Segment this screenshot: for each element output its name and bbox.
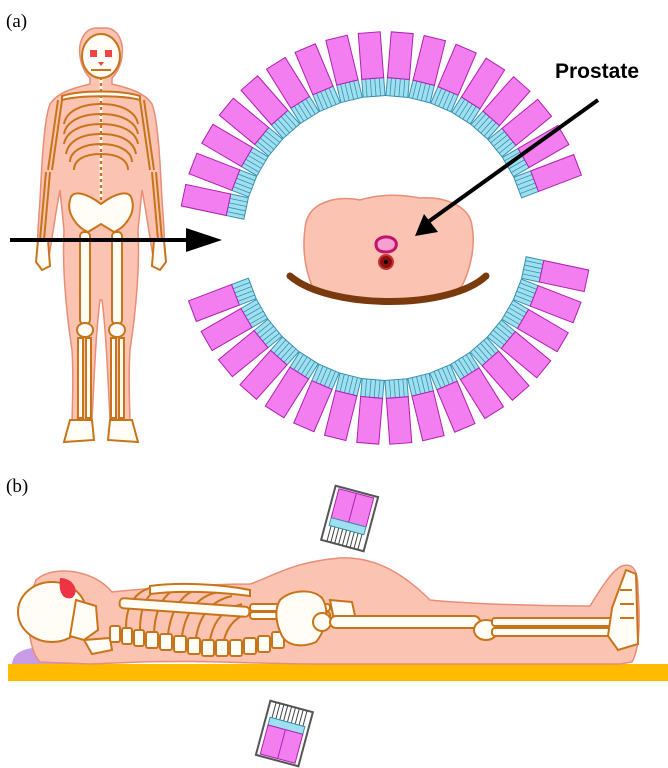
- panel-label-b: (b): [6, 476, 28, 497]
- detector-block: [385, 379, 412, 444]
- detector-block: [357, 379, 384, 445]
- panel-label-a: (a): [6, 11, 27, 32]
- patient-table: [8, 664, 668, 681]
- pelvis-cross-section: [290, 195, 486, 304]
- detector-block: [358, 32, 385, 97]
- detector-head-top-icon: [321, 486, 378, 551]
- detector-block: [386, 32, 413, 98]
- prostate-label: Prostate: [555, 60, 639, 83]
- side-skeleton-icon: [8, 558, 668, 681]
- detector-head-bottom-icon: [256, 701, 313, 766]
- front-skeleton-icon: [36, 28, 166, 442]
